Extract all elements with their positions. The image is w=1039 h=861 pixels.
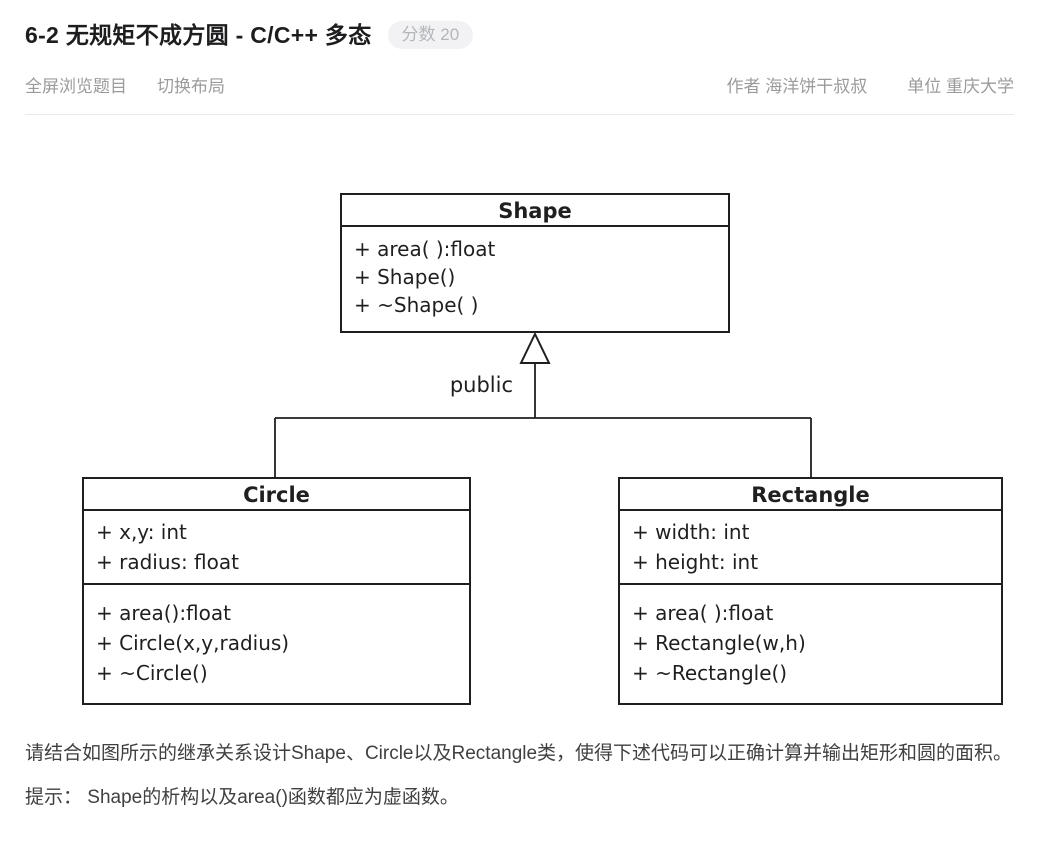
author-label: 作者 海洋饼干叔叔	[726, 77, 868, 96]
class-title-circle: Circle	[84, 479, 469, 511]
class-method: + ~Rectangle()	[632, 661, 788, 685]
class-member: + ~Shape( )	[354, 293, 479, 317]
class-method: + area( ):float	[632, 601, 774, 625]
class-method: + area():float	[96, 601, 231, 625]
class-method: + ~Circle()	[96, 661, 208, 685]
page-title: 6-2 无规矩不成方圆 - C/C++ 多态	[25, 22, 372, 48]
class-member: + Shape()	[354, 265, 456, 289]
inheritance-access-label: public	[449, 373, 513, 397]
class-attribute: + x,y: int	[96, 520, 187, 544]
shape-members-section: + area( ):float + Shape() + ~Shape( )	[342, 227, 728, 327]
circle-methods-section: + area():float + Circle(x,y,radius) + ~C…	[84, 583, 469, 701]
toolbar: 全屏浏览题目 切换布局 作者 海洋饼干叔叔 单位 重庆大学	[25, 78, 1014, 96]
class-attribute: + width: int	[632, 520, 750, 544]
uml-class-diagram: public Shape + area( ):float + Shape() +…	[25, 115, 1014, 725]
switch-layout-link[interactable]: 切换布局	[157, 77, 225, 96]
rectangle-attributes-section: + width: int + height: int	[620, 511, 1001, 583]
class-box-circle: Circle + x,y: int + radius: float + area…	[82, 477, 471, 705]
inheritance-triangle-icon	[519, 331, 551, 364]
fullscreen-view-link[interactable]: 全屏浏览题目	[25, 77, 127, 96]
score-badge: 分数 20	[387, 21, 474, 49]
toolbar-left: 全屏浏览题目 切换布局	[25, 78, 225, 96]
class-method: + Rectangle(w,h)	[632, 631, 806, 655]
rectangle-methods-section: + area( ):float + Rectangle(w,h) + ~Rect…	[620, 583, 1001, 701]
title-row: 6-2 无规矩不成方圆 - C/C++ 多态 分数 20	[25, 20, 1014, 50]
problem-description: 请结合如图所示的继承关系设计Shape、Circle以及Rectangle类，使…	[25, 743, 1013, 764]
class-attribute: + height: int	[632, 550, 759, 574]
header-divider	[25, 114, 1014, 115]
problem-hint: 提示： Shape的析构以及area()函数都应为虚函数。	[25, 787, 459, 808]
class-method: + Circle(x,y,radius)	[96, 631, 290, 655]
class-title-rectangle: Rectangle	[620, 479, 1001, 511]
toolbar-right: 作者 海洋饼干叔叔 单位 重庆大学	[727, 78, 1014, 96]
class-box-rectangle: Rectangle + width: int + height: int + a…	[618, 477, 1003, 705]
class-attribute: + radius: float	[96, 550, 239, 574]
circle-attributes-section: + x,y: int + radius: float	[84, 511, 469, 583]
class-title-shape: Shape	[342, 195, 728, 227]
organization-label: 单位 重庆大学	[907, 77, 1014, 96]
class-box-shape: Shape + area( ):float + Shape() + ~Shape…	[340, 193, 730, 333]
class-member: + area( ):float	[354, 237, 496, 261]
problem-page: 6-2 无规矩不成方圆 - C/C++ 多态 分数 20 全屏浏览题目 切换布局…	[25, 20, 1014, 808]
